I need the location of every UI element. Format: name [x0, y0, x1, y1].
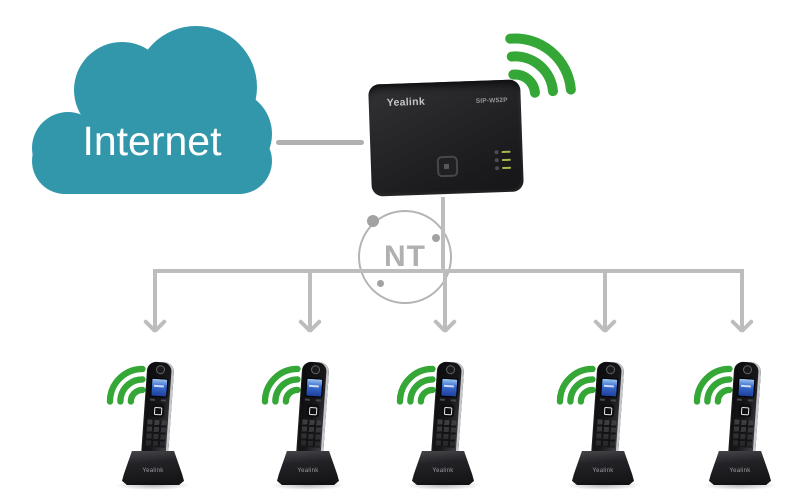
led-light	[501, 158, 511, 162]
arrow-down	[290, 271, 330, 339]
keypad	[732, 419, 754, 448]
shadow	[565, 481, 641, 490]
led-row	[495, 166, 512, 171]
watermark-dot	[367, 215, 379, 227]
arrow-shaft	[443, 271, 447, 329]
cradle-brand: Yealink	[297, 468, 319, 474]
arrow-down	[425, 271, 465, 339]
base-station: Yealink SIP-W52P	[368, 76, 526, 198]
shadow	[270, 481, 346, 490]
handset-1: Yealink	[95, 348, 215, 498]
led-row	[494, 158, 511, 163]
handset-phone	[141, 361, 175, 457]
wifi-signal-icon	[505, 33, 576, 98]
cradle-brand: Yealink	[592, 468, 614, 474]
nav-pad	[737, 403, 752, 418]
wifi-signal-icon	[533, 342, 615, 424]
handset-screen	[150, 377, 169, 398]
charging-cradle: Yealink	[277, 451, 339, 485]
arrow-shaft	[153, 271, 157, 329]
keypad	[595, 419, 617, 448]
internet-cloud: Internet	[32, 26, 272, 198]
softkeys	[304, 398, 321, 402]
shadow	[115, 481, 191, 490]
keypad	[435, 419, 457, 448]
led-light	[502, 166, 512, 170]
cradle-brand: Yealink	[729, 468, 751, 474]
cradle-brand: Yealink	[432, 468, 454, 474]
handset-screen	[737, 377, 756, 398]
arrow-down	[135, 271, 175, 339]
wifi-signal-icon	[474, 0, 615, 130]
charging-cradle: Yealink	[412, 451, 474, 485]
handset-phone	[591, 361, 625, 457]
nav-pad	[600, 403, 615, 418]
wifi-signal-icon	[238, 342, 320, 424]
nav-pad	[305, 403, 320, 418]
softkeys	[439, 398, 456, 402]
keypad	[300, 419, 322, 448]
led-icon	[494, 158, 499, 163]
earpiece-icon	[742, 364, 753, 375]
shadow	[702, 481, 778, 490]
internet-label: Internet	[82, 118, 222, 164]
led-icon	[494, 150, 499, 155]
wifi-signal-icon	[373, 342, 455, 424]
arrow-down	[585, 271, 625, 339]
wifi-signal-icon	[83, 342, 165, 424]
watermark-dot	[432, 234, 440, 242]
nav-pad	[150, 403, 165, 418]
earpiece-icon	[445, 364, 456, 375]
charging-cradle: Yealink	[709, 451, 771, 485]
base-station-model: SIP-W52P	[475, 96, 508, 105]
handset-5: Yealink	[682, 348, 802, 498]
handset-phone	[728, 361, 762, 457]
arrow-shaft	[740, 271, 744, 329]
shadow	[405, 481, 481, 490]
cloud-to-base-link	[276, 140, 364, 145]
status-leds	[494, 150, 512, 171]
cradle-brand: Yealink	[142, 468, 164, 474]
cloud-shape	[32, 128, 272, 194]
nt-watermark: NT	[358, 210, 452, 304]
softkeys	[599, 398, 616, 402]
earpiece-icon	[310, 364, 321, 375]
paging-button	[436, 155, 459, 178]
distribution-line	[153, 269, 744, 273]
arrow-down	[722, 271, 762, 339]
handset-screen	[305, 377, 324, 398]
base-station-body: Yealink SIP-W52P	[368, 79, 524, 197]
charging-cradle: Yealink	[122, 451, 184, 485]
watermark-dot	[377, 280, 384, 287]
handset-phone	[296, 361, 330, 457]
watermark-text: NT	[384, 240, 426, 273]
watermark-orbit-circle	[358, 210, 452, 304]
handset-2: Yealink	[250, 348, 370, 498]
led-light	[501, 150, 511, 154]
earpiece-icon	[155, 364, 166, 375]
base-to-bus-link	[441, 197, 445, 273]
arrow-shaft	[603, 271, 607, 329]
handset-phone	[431, 361, 465, 457]
charging-cradle: Yealink	[572, 451, 634, 485]
handset-screen	[600, 377, 619, 398]
wifi-signal-icon	[670, 342, 752, 424]
keypad	[145, 419, 167, 448]
led-icon	[495, 166, 500, 171]
handset-4: Yealink	[545, 348, 665, 498]
base-station-brand: Yealink	[386, 95, 426, 110]
nav-pad	[440, 403, 455, 418]
earpiece-icon	[605, 364, 616, 375]
softkeys	[149, 398, 166, 402]
handset-3: Yealink	[385, 348, 505, 498]
handset-screen	[440, 377, 459, 398]
arrow-shaft	[308, 271, 312, 329]
paging-button-glyph	[443, 163, 450, 170]
softkeys	[736, 398, 753, 402]
led-row	[494, 150, 511, 155]
